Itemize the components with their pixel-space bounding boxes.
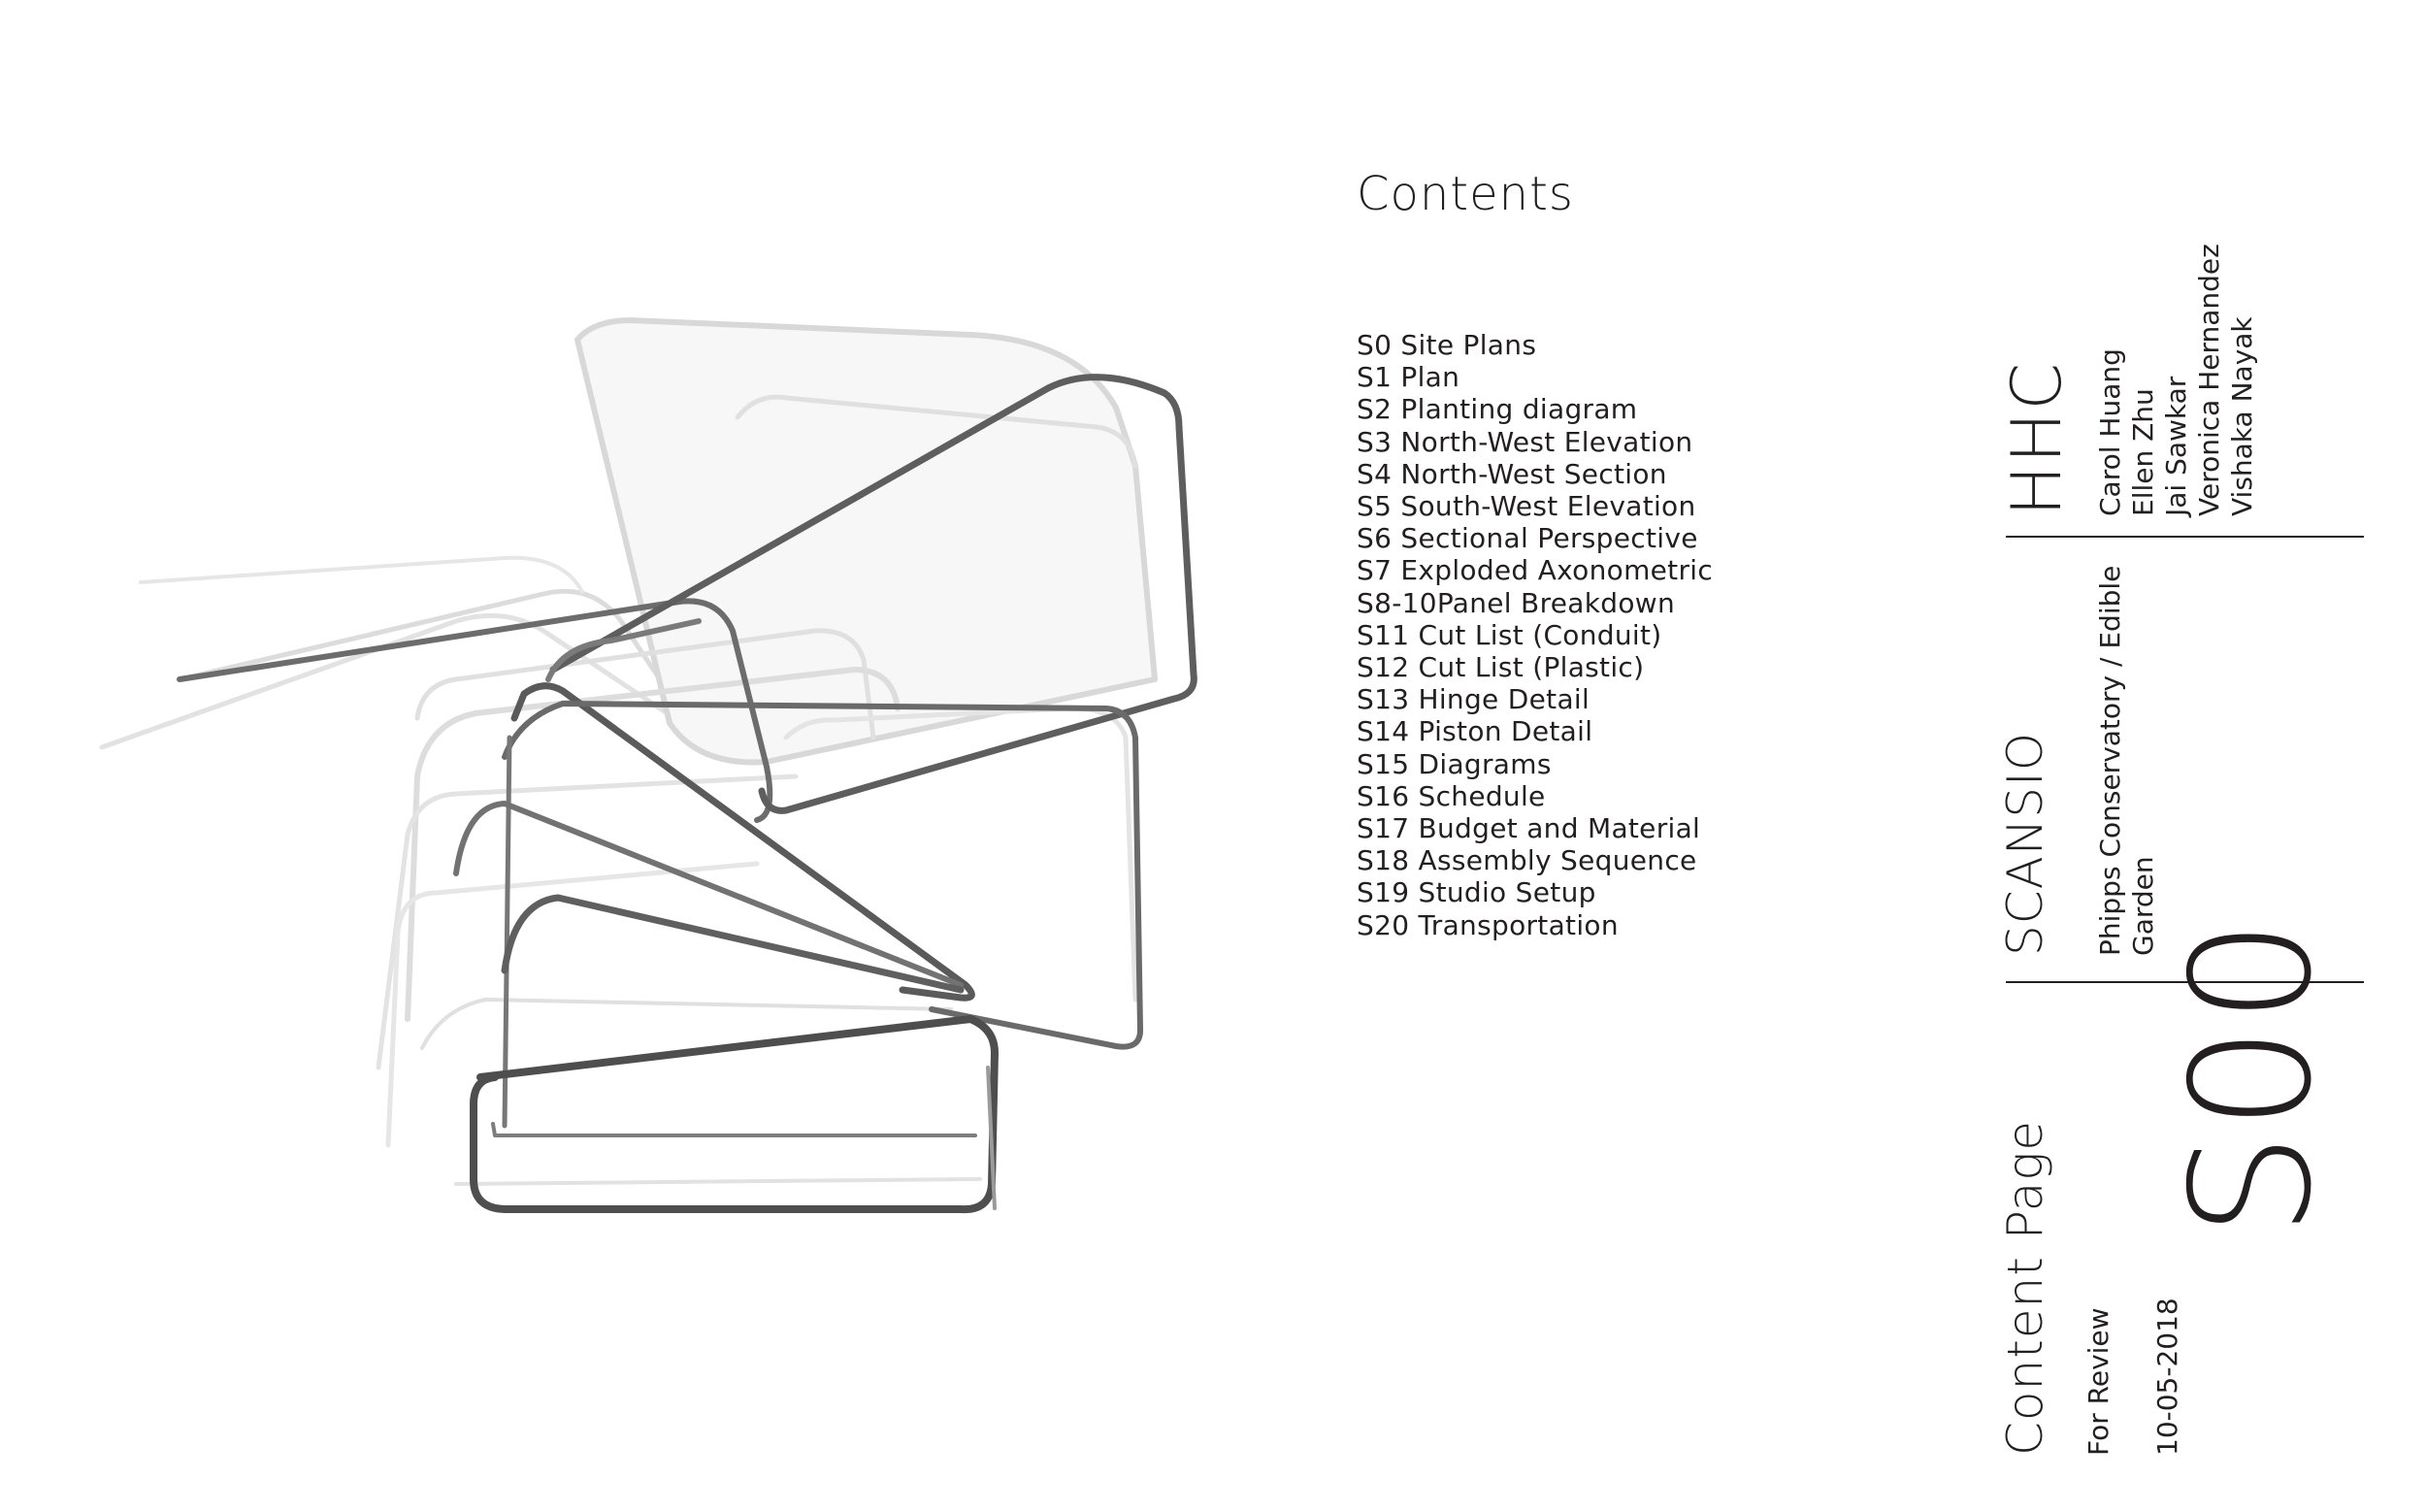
contents-item: S5 South-West Elevation [1357,490,1696,523]
contents-item: S6 Sectional Perspective [1357,522,1698,555]
team-member: Carol Huang [2094,348,2126,516]
contents-heading: Contents [1357,167,1574,221]
project-location: Phipps Conservatory / Edible Garden [2094,566,2160,956]
team-member: Veronica Hernandez [2193,244,2225,516]
sheet-date: 10-05-2018 [2151,1298,2183,1456]
review-status: For Review [2082,1307,2115,1456]
title-block-divider [2006,536,2364,538]
contents-item: S0 Site Plans [1357,329,1537,361]
contents-item: S11 Cut List (Conduit) [1357,618,1662,651]
contents-item: S17 Budget and Material [1357,812,1701,845]
team-members: Carol Huang Ellen Zhu Jai Sawkar Veronic… [2094,244,2259,516]
contents-item: S19 Studio Setup [1357,876,1596,909]
location-line: Garden [2127,856,2159,956]
contents-item: S13 Hinge Detail [1357,683,1590,716]
title-block-divider [2006,981,2364,983]
location-line: Phipps Conservatory / Edible [2094,565,2126,956]
outlined-panels [177,374,1197,1214]
team-member: Ellen Zhu [2127,388,2159,516]
contents-item: S20 Transportation [1357,908,1619,941]
contents-item: S4 North-West Section [1357,457,1667,490]
contents-item: S1 Plan [1357,361,1460,394]
contents-item: S16 Schedule [1357,779,1546,812]
panel-sketch-drawing [99,317,1197,1214]
contents-item: S7 Exploded Axonometric [1357,554,1714,587]
team-member: Vishaka Nayak [2226,316,2258,516]
contents-item: S14 Piston Detail [1357,715,1593,748]
team-name: HHC [1997,360,2077,516]
sheet-number: S00 [2156,916,2348,1237]
project-name: SCANSIO [1997,731,2053,956]
contents-item: S2 Planting diagram [1357,393,1638,426]
contents-item: S3 North-West Elevation [1357,425,1693,458]
ghost-panels [99,317,1158,1186]
sheet-title: Content Page [1997,1119,2053,1456]
contents-list: S0 Site Plans S1 Plan S2 Planting diagra… [1357,329,1713,941]
contents-item: S8-10Panel Breakdown [1357,586,1676,619]
contents-item: S12 Cut List (Plastic) [1357,651,1645,684]
team-member: Jai Sawkar [2160,376,2192,516]
contents-item: S15 Diagrams [1357,747,1552,780]
contents-item: S18 Assembly Sequence [1357,844,1697,877]
